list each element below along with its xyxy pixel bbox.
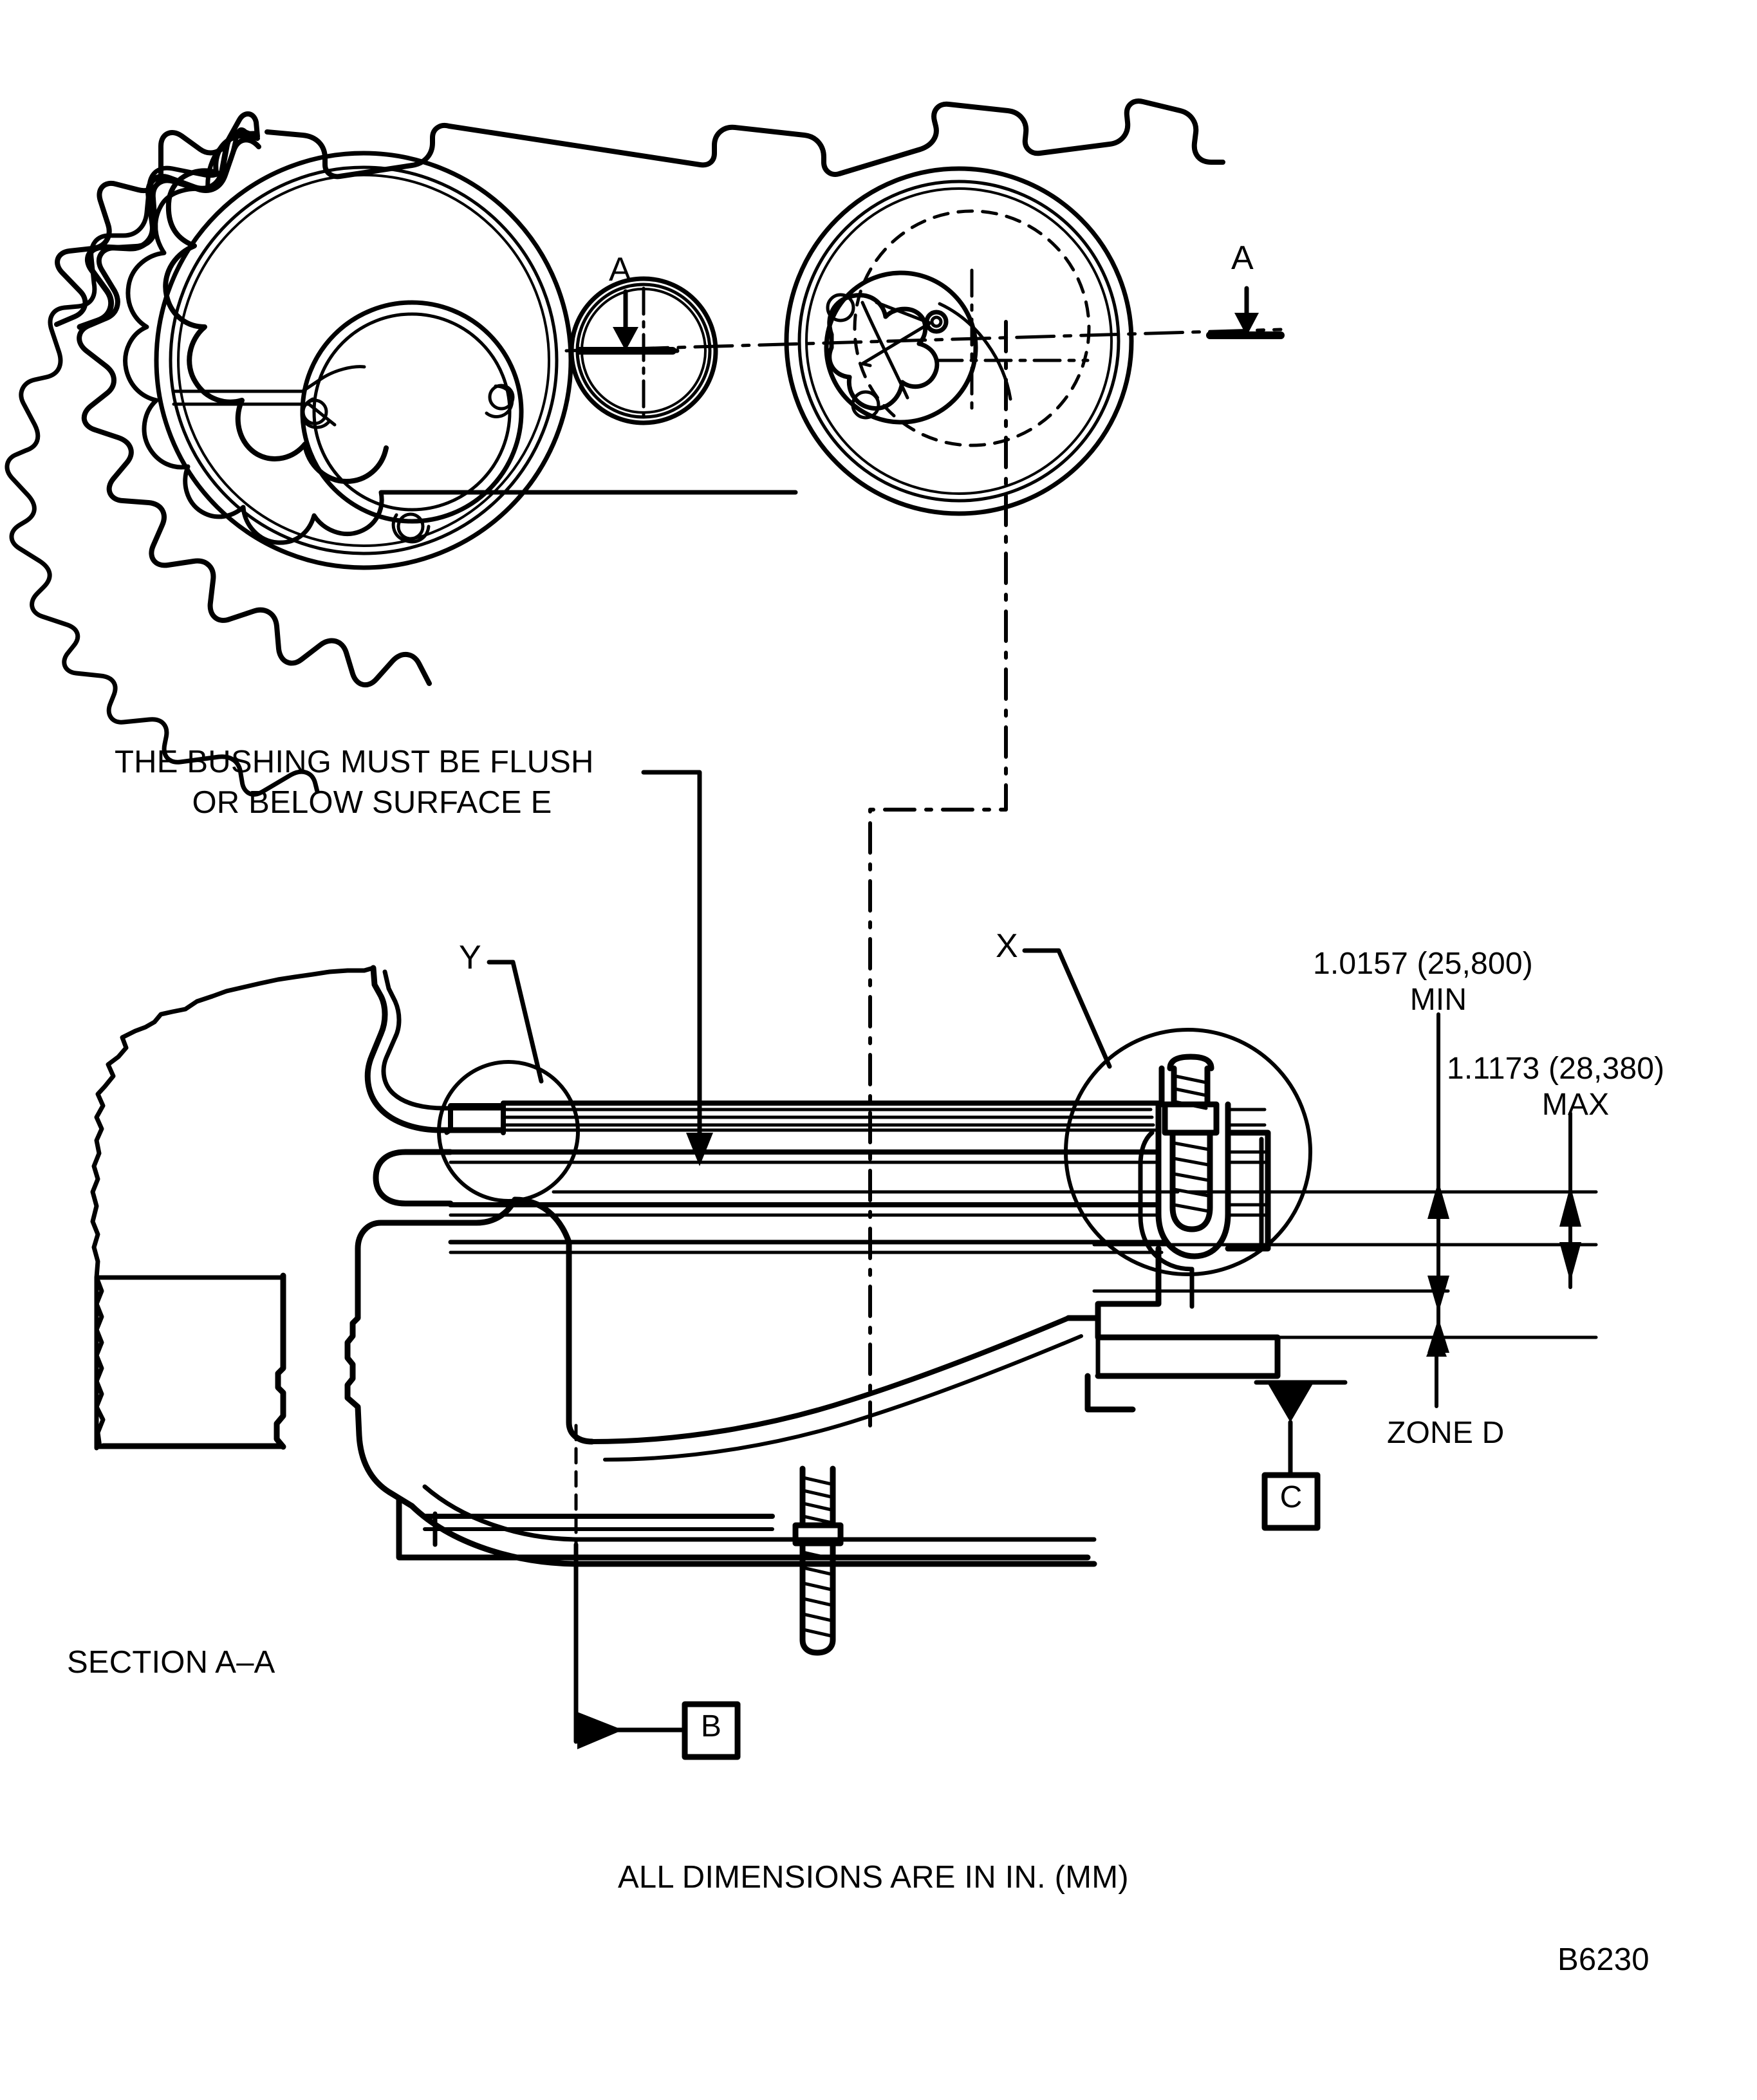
section-view xyxy=(90,965,1312,1656)
datum-c-label: C xyxy=(1279,1480,1303,1514)
units-note: ALL DIMENSIONS ARE IN IN. (MM) xyxy=(618,1860,1129,1895)
bushing-note-line2: OR BELOW SURFACE E xyxy=(192,785,552,820)
drawing-number: B6230 xyxy=(1557,1942,1650,1977)
dimension-max-qualifier: MAX xyxy=(1541,1088,1610,1122)
dimension-extension-lines xyxy=(552,1190,1598,1339)
zone-d-label: ZONE D xyxy=(1387,1416,1505,1450)
plan-view-outline xyxy=(5,127,320,797)
detail-leader-y xyxy=(487,960,544,1084)
bushing-note-leader xyxy=(641,770,713,1166)
plan-view-final xyxy=(54,111,260,327)
datum-b-label: B xyxy=(700,1709,722,1743)
section-mark-a-left: A xyxy=(609,251,631,288)
dimension-line-min xyxy=(1427,1151,1449,1353)
dimension-max-value: 1.1173 (28,380) xyxy=(1447,1052,1665,1086)
section-arrow-left xyxy=(575,289,676,355)
section-chain-line xyxy=(868,320,1008,1427)
detail-label-x: X xyxy=(996,927,1018,965)
dim-text-ticks xyxy=(1436,1012,1572,1155)
plan-centerline-2 xyxy=(934,268,1090,414)
plan-view-flange xyxy=(265,98,1225,180)
lower-stud xyxy=(792,1465,844,1656)
zone-d-leader xyxy=(1426,1332,1447,1408)
upper-stud xyxy=(1138,1054,1231,1309)
section-arrow-right xyxy=(1206,286,1285,339)
plan-view-authoritative xyxy=(77,129,257,330)
left-bore-group xyxy=(154,151,573,570)
dimension-min-qualifier: MIN xyxy=(1409,983,1467,1017)
dimension-min-value: 1.0157 (25,800) xyxy=(1313,947,1533,981)
bushing-note-line1: THE BUSHING MUST BE FLUSH xyxy=(115,745,594,779)
detail-circle-x xyxy=(1064,1028,1312,1276)
section-mark-a-right: A xyxy=(1231,239,1254,277)
section-title: SECTION A–A xyxy=(67,1645,275,1680)
datum-c-symbol xyxy=(1254,1380,1348,1531)
detail-leader-x xyxy=(1022,948,1112,1069)
detail-label-y: Y xyxy=(459,939,481,976)
dimension-line-max xyxy=(1559,1150,1581,1289)
detail-circle-y xyxy=(437,1060,580,1203)
plan-centerline xyxy=(564,328,1283,353)
cover-silhouette xyxy=(77,137,432,688)
right-bore-group xyxy=(784,166,1134,516)
cover-outline-traced xyxy=(163,133,389,484)
